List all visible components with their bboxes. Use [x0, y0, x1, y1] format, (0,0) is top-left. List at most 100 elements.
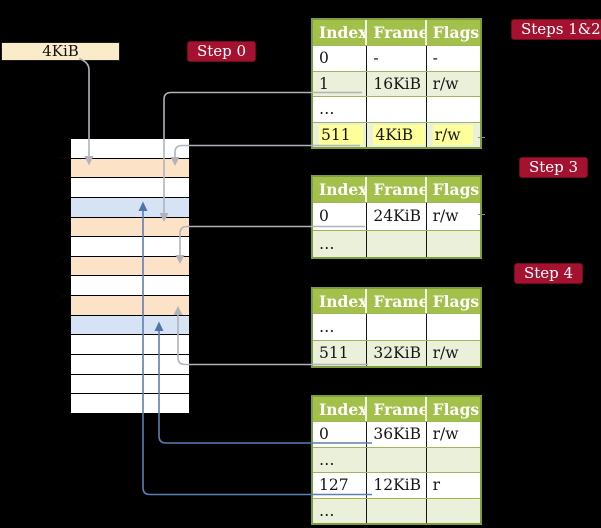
- memory-frame-row-white: [71, 394, 189, 413]
- table-cell: 1: [313, 71, 368, 96]
- memory-frame-row-white: [71, 355, 189, 375]
- table-cell: [367, 97, 427, 122]
- table-cell: …: [313, 498, 368, 523]
- table-cell: r/w: [432, 425, 459, 444]
- table-cell: [427, 231, 480, 258]
- table-cell: [427, 448, 480, 473]
- memory-frame-row-white: [71, 374, 189, 395]
- table-cell: 4KiB: [367, 122, 427, 147]
- memory-frame-row-white: [71, 335, 189, 356]
- memory-frame-row-white: [71, 178, 189, 198]
- memory-frame-row-blue: [71, 315, 189, 336]
- physical-memory-column: [70, 138, 190, 414]
- source-frame-box: 4KiB: [1, 42, 120, 61]
- column-header-frame: Frame: [367, 289, 427, 313]
- badge-step-4: Step 4: [514, 263, 584, 284]
- table-row: 511 4KiB r/w: [313, 122, 480, 148]
- column-header-flags: Flags: [432, 399, 480, 419]
- source-frame-label: 4KiB: [42, 42, 79, 60]
- column-header-index: Index: [313, 20, 368, 45]
- badge-step-3: Step 3: [519, 157, 589, 178]
- memory-frame-row-peach: [71, 256, 189, 277]
- badge-steps-1-2: Steps 1&2: [511, 19, 601, 40]
- table-cell: [367, 230, 427, 257]
- table-cell: r/w: [427, 123, 480, 148]
- table-cell: 127: [313, 473, 368, 498]
- highlighted-value: 511: [319, 124, 363, 145]
- table-row: …: [313, 498, 480, 524]
- table-cell: 0: [313, 422, 368, 447]
- table-cell: -: [367, 46, 427, 71]
- table-cell: [427, 97, 480, 122]
- address-tick: [60, 137, 70, 139]
- table-cell: [427, 499, 480, 524]
- table-cell: [367, 498, 427, 523]
- column-header-index: Index: [313, 289, 368, 313]
- column-header-frame: Frame: [367, 20, 427, 45]
- address-tick: [60, 215, 70, 217]
- memory-frame-row-white: [71, 237, 189, 257]
- table-cell: 0: [313, 203, 368, 230]
- table-cell: 12KiB: [367, 473, 427, 498]
- row-stub: [478, 136, 485, 138]
- table-row: …: [313, 230, 480, 258]
- table-row: …: [313, 97, 480, 123]
- table-cell: …: [313, 230, 368, 257]
- table-cell: 24KiB: [367, 203, 427, 230]
- address-tick: [60, 157, 70, 159]
- column-header-flags: Flags: [432, 291, 480, 311]
- table-cell: …: [313, 314, 368, 340]
- address-tick: [60, 295, 70, 297]
- memory-frame-row-peach: [71, 296, 189, 316]
- table-cell: r: [432, 476, 441, 495]
- table-cell: [427, 314, 480, 340]
- table-cell: [367, 314, 427, 340]
- table-cell: 36KiB: [367, 422, 427, 447]
- row-stub: [478, 213, 485, 215]
- table-cell: [367, 447, 427, 472]
- table-cell: …: [313, 447, 368, 472]
- memory-frame-row-peach: [71, 217, 189, 238]
- highlighted-value: 4KiB: [373, 124, 426, 145]
- table-cell: 511: [313, 122, 368, 147]
- table-cell: 511: [313, 340, 368, 366]
- highlighted-value: r/w: [432, 124, 473, 145]
- table-cell: r/w: [432, 344, 459, 363]
- table-cell: -: [432, 49, 438, 68]
- column-header-flags: Flags: [432, 180, 480, 199]
- table-cell: r/w: [432, 74, 459, 93]
- column-header-index: Index: [313, 397, 368, 421]
- badge-step-0: Step 0: [187, 41, 257, 62]
- table-cell: 16KiB: [367, 71, 427, 96]
- column-header-flags: Flags: [432, 23, 480, 42]
- table-row: 0--: [313, 46, 480, 72]
- address-tick: [60, 255, 70, 257]
- memory-frame-row-peach: [71, 158, 189, 179]
- table-cell: r/w: [432, 207, 459, 226]
- column-header-index: Index: [313, 177, 368, 202]
- table-cell: …: [313, 97, 368, 122]
- table-cell: 0: [313, 46, 368, 71]
- address-tick: [60, 176, 70, 178]
- memory-frame-row-blue: [71, 197, 189, 218]
- memory-frame-row-white: [71, 139, 189, 159]
- table-row: …: [313, 447, 480, 473]
- table-row: …: [313, 314, 480, 341]
- column-header-frame: Frame: [367, 177, 427, 202]
- memory-frame-row-white: [71, 276, 189, 297]
- column-header-frame: Frame: [367, 397, 427, 421]
